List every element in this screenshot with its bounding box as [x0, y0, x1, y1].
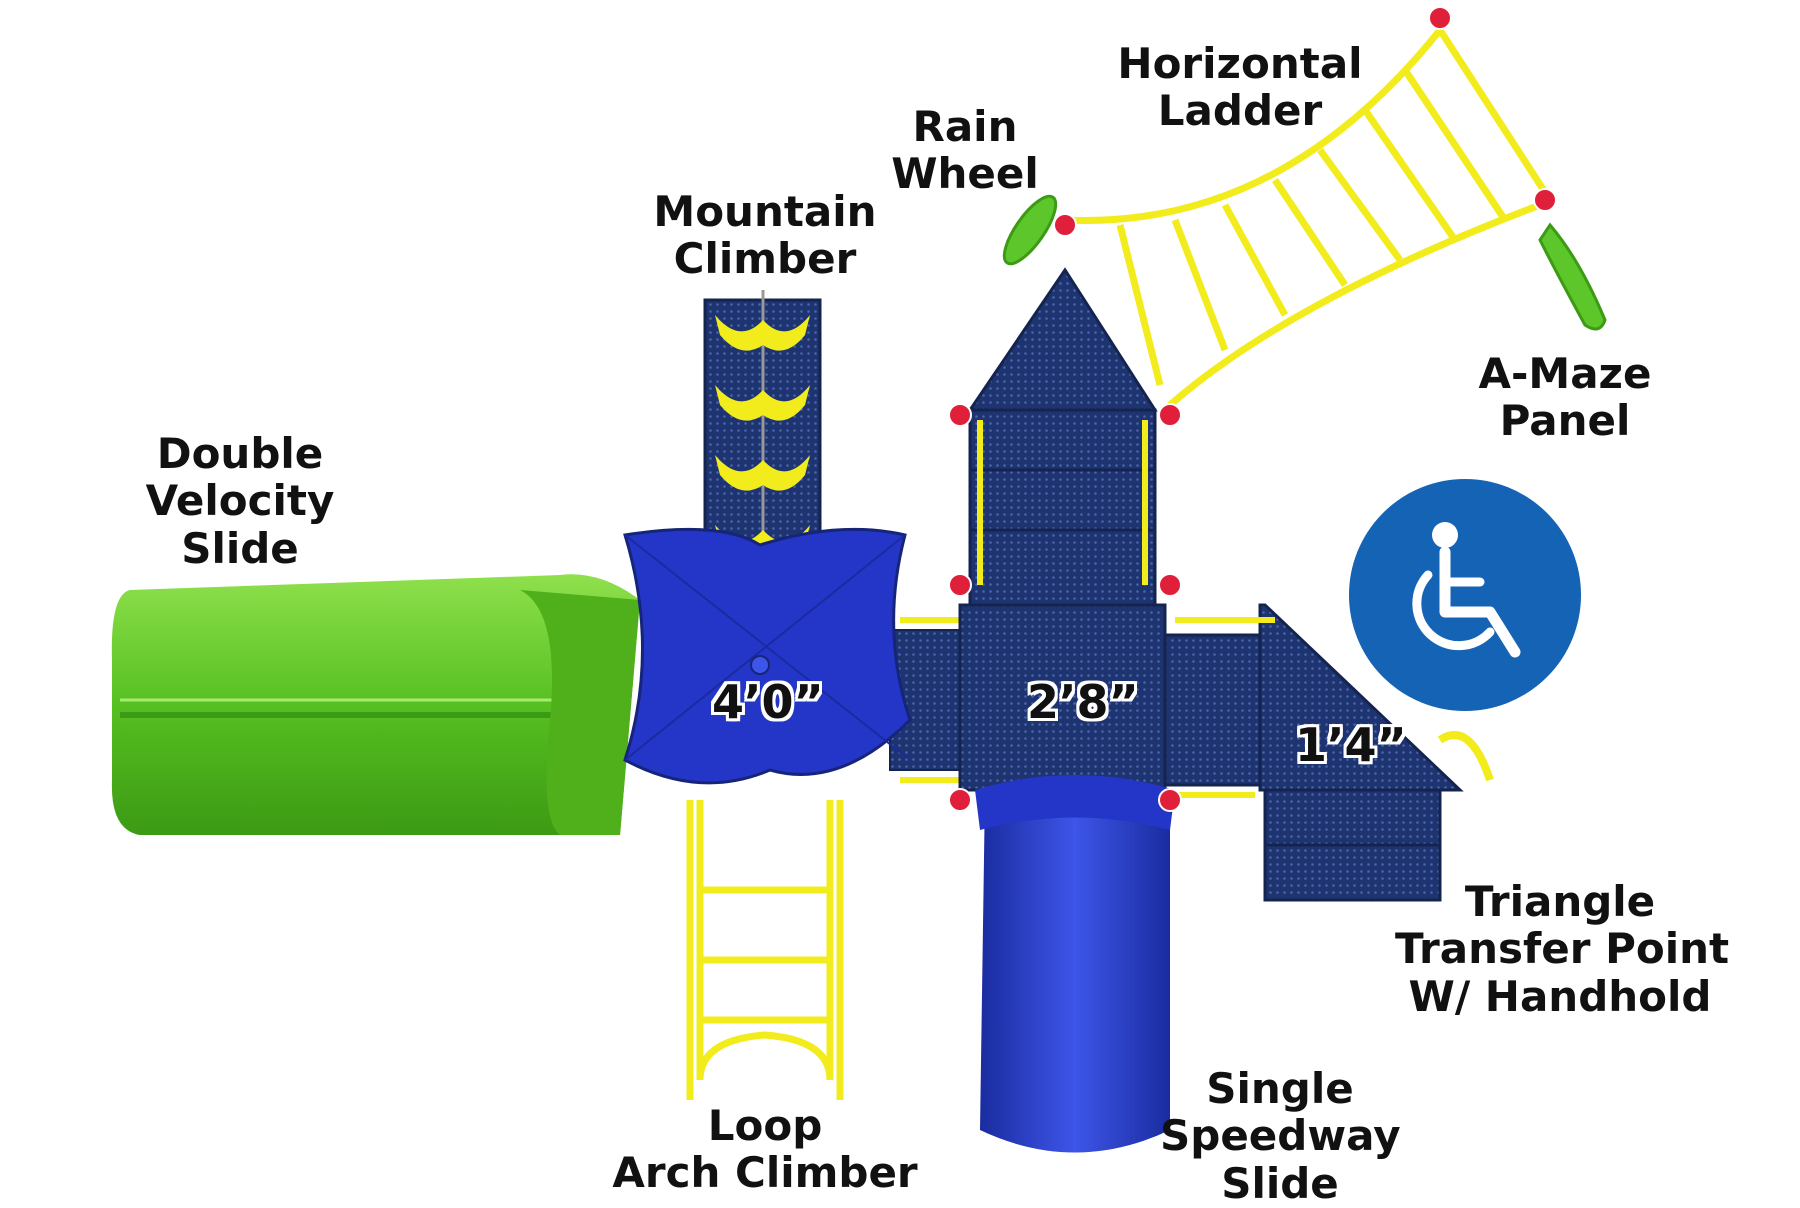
deck-height-center-deck: 2’8”: [1027, 675, 1139, 729]
label-line: Rain: [912, 102, 1018, 151]
label-line: Single: [1206, 1064, 1354, 1113]
double-velocity-slide: [111, 574, 641, 835]
label-line: Wheel: [891, 149, 1039, 199]
label-line: Triangle: [1464, 877, 1656, 926]
label-line: W/ Handhold: [1408, 971, 1712, 1021]
label-line: Mountain: [653, 187, 877, 236]
transfer-rails: [1175, 617, 1275, 798]
label-line: A-Maze: [1478, 349, 1652, 398]
label-horizontal-ladder: Horizontal Ladder: [1115, 40, 1365, 135]
walkway-rails: [900, 617, 965, 783]
deck-height-transfer-deck: 1’4”: [1295, 718, 1407, 772]
label-loop-arch-climber: Loop Arch Climber: [610, 1102, 920, 1197]
label-line: Speedway: [1160, 1111, 1401, 1161]
tower-deck: [967, 267, 1158, 612]
tower-rails: [977, 420, 1148, 585]
horizontal-ladder: [1064, 27, 1553, 408]
label-line: Velocity: [145, 476, 335, 526]
label-line: Transfer Point: [1395, 924, 1730, 974]
posts: [948, 6, 1557, 812]
rain-wheel: [1002, 194, 1058, 266]
label-line: Arch Climber: [612, 1148, 918, 1198]
label-line: Double: [156, 429, 324, 478]
single-speedway-slide: [975, 775, 1175, 1153]
label-rain-wheel: Rain Wheel: [885, 103, 1045, 198]
label-line: Climber: [673, 234, 857, 284]
transfer-deck: [1163, 603, 1464, 902]
label-line: Panel: [1499, 396, 1631, 446]
loop-arch-climber: [686, 800, 844, 1100]
label-line: Slide: [181, 523, 299, 573]
deck-height-main-roof: 4’0”: [712, 675, 824, 729]
mountain-climber: [703, 290, 822, 552]
label-line: Ladder: [1157, 86, 1323, 136]
label-a-maze-panel: A-Maze Panel: [1470, 350, 1660, 445]
label-line: Slide: [1221, 1158, 1339, 1208]
label-single-speedway-slide: Single Speedway Slide: [1160, 1064, 1401, 1208]
label-line: Horizontal: [1117, 39, 1363, 88]
label-double-velocity-slide: Double Velocity Slide: [145, 429, 335, 573]
handhold: [1437, 731, 1494, 782]
roof-canopy: [623, 527, 912, 785]
label-line: Loop: [707, 1101, 823, 1150]
a-maze-panel: [1538, 222, 1607, 331]
label-triangle-transfer-point: Triangle Transfer Point W/ Handhold: [1395, 877, 1730, 1021]
label-mountain-climber: Mountain Climber: [650, 188, 880, 283]
wheelchair-icon: [1345, 475, 1585, 715]
